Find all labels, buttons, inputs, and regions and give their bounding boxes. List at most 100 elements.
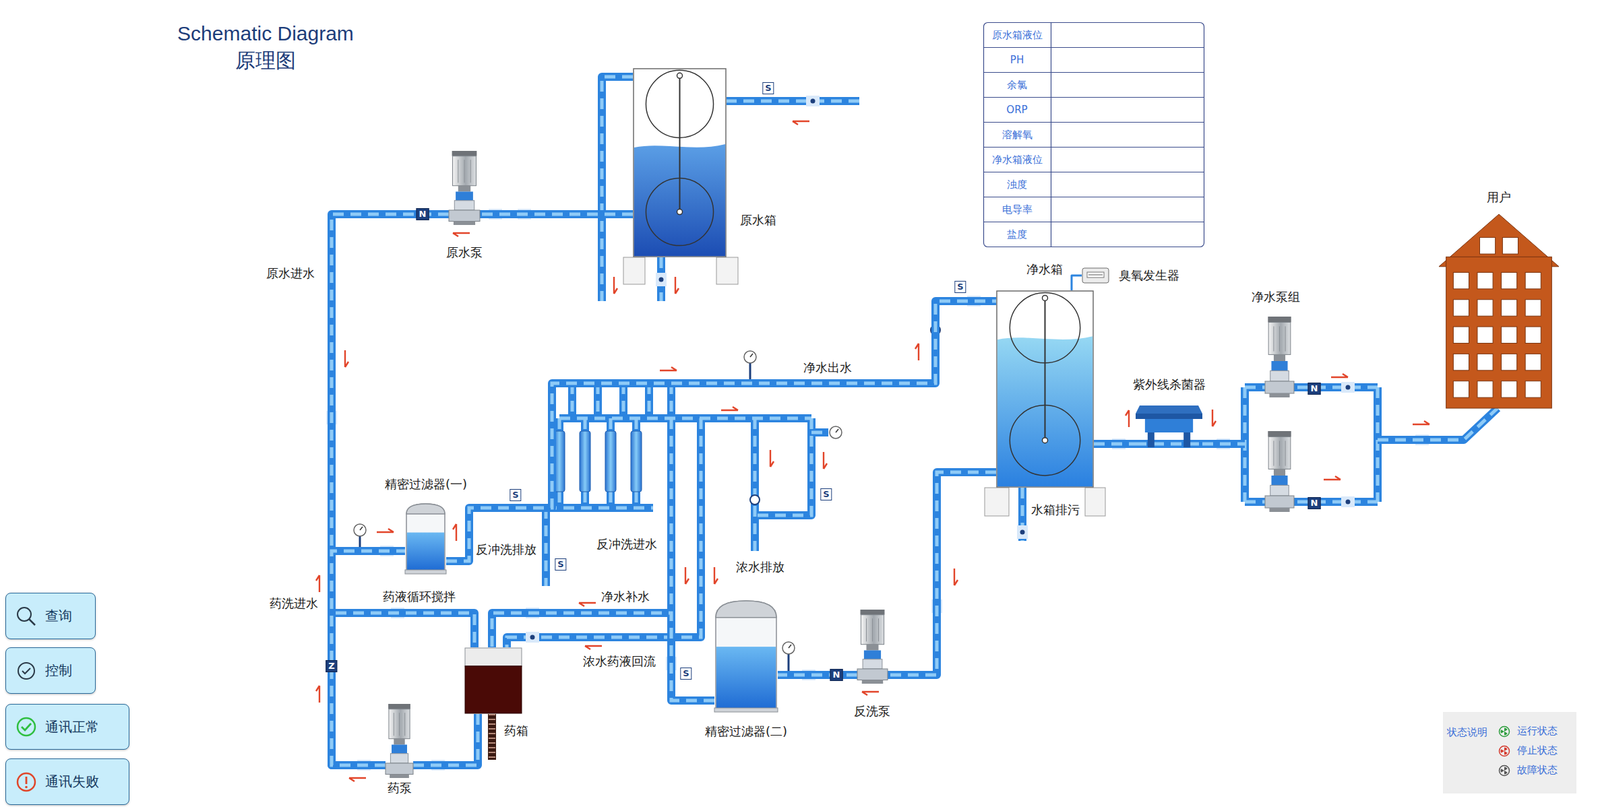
pipe-dash [331, 613, 475, 766]
backwash-pump-art-part [860, 615, 884, 645]
pipe-connector [887, 472, 997, 676]
uv-sterilizer-art-part [1135, 405, 1203, 414]
flow-arrows-part [452, 524, 457, 542]
equipment-label: 原水箱 [740, 212, 777, 228]
button-label: 控制 [45, 661, 73, 681]
pump-group-art-part [1265, 381, 1295, 394]
raw-water-pump-art-part [455, 192, 474, 201]
flow-arrows-part [1412, 421, 1430, 425]
button-icon-part [17, 718, 36, 736]
pipe-connector [413, 714, 478, 766]
precision-filter-art-part [406, 504, 445, 571]
pipe-line [479, 210, 633, 219]
clean-water-tank-art [996, 290, 1094, 488]
tank-legs-part [623, 257, 645, 285]
pump-group-art-part [1265, 496, 1295, 509]
raw-water-tank-art-part [677, 72, 683, 79]
raw-water-pump: 原水泵 [448, 150, 480, 226]
user-building-art-part [1477, 299, 1493, 317]
table-cell: 浊度 [1006, 178, 1028, 191]
user-building-art-part [1501, 326, 1518, 344]
precision-filter-art-part [716, 647, 776, 709]
legend-icon [1498, 745, 1511, 758]
pipe-connector [1202, 444, 1245, 445]
raw-water-tank-art [632, 68, 727, 258]
pipes [506, 76, 1378, 648]
flow-arrows-part [915, 343, 919, 361]
user-building-art-part [1453, 299, 1469, 317]
pressure-gauges-part-part [359, 527, 363, 531]
flow-arrows-part [585, 646, 602, 650]
flow-arrows-part [1331, 374, 1348, 378]
drug-tank-drain [487, 714, 497, 761]
clean-water-tank-art-part [996, 291, 1094, 488]
button-icon-part [17, 773, 36, 792]
chemical-pump-art [385, 704, 414, 779]
pipe-label: 药洗进水 [267, 596, 321, 612]
flow-arrows-part [721, 407, 738, 411]
button-icon [15, 605, 38, 628]
pump-group-art-part [1269, 393, 1290, 398]
pump-group-art-part [1279, 326, 1280, 352]
chemical-pump-art-part [388, 704, 411, 710]
pipe-fittings-part [1341, 382, 1355, 393]
clean-water-tank-art-part [1042, 295, 1049, 301]
button-icon [15, 771, 38, 794]
table-cell: PH [1010, 53, 1024, 67]
pipe-dash [1093, 442, 1136, 447]
pressure-gauges-part-part [835, 429, 839, 433]
pump-group-art-part [1279, 440, 1280, 466]
uv-sterilizer-art-part [1183, 432, 1191, 448]
control-button: 控制 [5, 647, 96, 695]
tank-legs-part [716, 257, 738, 285]
pipe-label: 反冲洗排放 [473, 542, 539, 558]
legend-icon [1498, 725, 1511, 738]
pipe-fittings [326, 95, 1429, 772]
button-icon [15, 716, 38, 738]
backwash-pump: 反洗泵 [857, 609, 888, 685]
uv-sterilizer-art-part [1147, 432, 1155, 448]
pipe-dash [777, 673, 858, 678]
legend-panel [1442, 712, 1577, 794]
button-icon-part [18, 663, 35, 680]
pipe-connector [331, 214, 449, 552]
membrane-tubes [554, 431, 642, 492]
equipment-label: 臭氧发生器 [1118, 268, 1180, 284]
ozone-generator-art-part [1088, 274, 1103, 276]
chemical-tank-art-part [465, 666, 522, 714]
pipe-connector [1071, 275, 1082, 291]
ozone-generator-art-part [1087, 272, 1104, 278]
button-icon-part [22, 668, 31, 674]
pressure-gauges-part-part [744, 351, 757, 364]
pipe-dash [491, 613, 715, 701]
legend-item: 故障状态 [1498, 764, 1558, 778]
legend-icon [1498, 745, 1511, 758]
pipe-connector [446, 301, 997, 562]
pump-group: 净水泵组 [1244, 316, 1378, 513]
user-building-art [1438, 214, 1559, 409]
flow-arrows-part [316, 575, 320, 593]
flow-arrows-part [376, 529, 394, 533]
legend-item: 停止状态 [1498, 744, 1558, 758]
raw-water-pump-art-part [458, 186, 471, 193]
button-label: 通讯正常 [45, 718, 100, 737]
precision-filter-art-part [407, 533, 445, 571]
legend-item: 运行状态 [1498, 725, 1558, 738]
pipe-dash [887, 472, 997, 676]
pressure-gauges-part [782, 642, 795, 676]
legend-icon-part [1499, 726, 1510, 737]
check-valve: N [416, 208, 430, 221]
precision-filter-art [405, 502, 447, 575]
equipment-label: 原水泵 [446, 245, 483, 261]
button-icon [15, 716, 38, 738]
data-table-part [983, 22, 1205, 248]
precision-filter-art-part [406, 504, 445, 515]
backwash-pump-art-part [862, 659, 883, 670]
pipe-line [777, 671, 858, 680]
user-building: 用户 [1438, 214, 1559, 409]
backwash-pump-art-part [857, 669, 888, 681]
raw-water-tank-art-part [679, 75, 681, 212]
flow-arrows-part [345, 350, 349, 368]
pipe-dash [331, 214, 449, 552]
